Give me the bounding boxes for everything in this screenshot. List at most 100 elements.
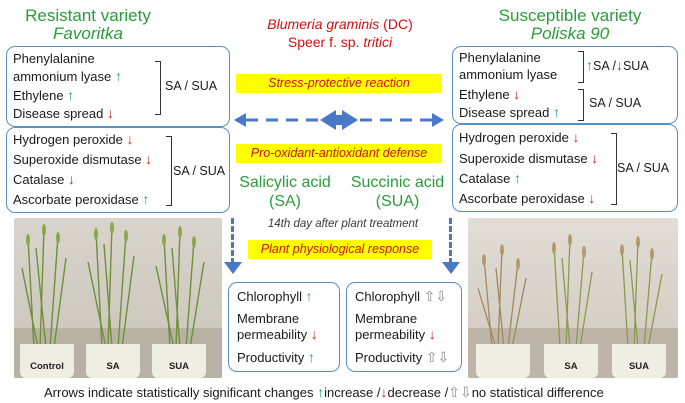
item-label: Ethylene [459, 87, 510, 102]
arrow-down-icon: ↓ [380, 384, 388, 400]
prooxidant-band: Pro-oxidant-antioxidant defense [236, 144, 442, 163]
pathogen-subtitle: Speer f. sp. tritici [220, 34, 460, 51]
arrow-down-icon: ↓ [310, 326, 318, 342]
left-variety: Favoritka [53, 24, 123, 43]
item-label: Hydrogen peroxide [13, 132, 123, 147]
sa-name: Salicylic acid [239, 174, 331, 191]
left-arrow-down-icon [224, 262, 242, 274]
arrow-down-icon: ↓ [106, 105, 114, 121]
pathogen-species: tritici [363, 34, 393, 50]
right-dashed-arrow [449, 218, 452, 264]
left-title: Resistant variety [25, 6, 151, 25]
list-item: Catalase ↓ [13, 171, 75, 188]
no-change-arrows-icon: ⇧⇩ [425, 349, 450, 365]
pathogen-suffix: (DC) [379, 16, 413, 32]
item-label: Hydrogen peroxide [459, 130, 569, 145]
pot [20, 344, 74, 378]
left-stress-box: Phenylalanine ammonium lyase ↑ Ethylene … [6, 46, 230, 127]
item-label: Superoxide dismutase [459, 151, 588, 166]
arrow-down-icon: ↓ [428, 326, 436, 342]
item-label: ammonium lyase [459, 67, 558, 82]
item-label: Catalase [459, 171, 511, 186]
sa-response-box: Chlorophyll ↑ Membrane permeability ↓ Pr… [228, 282, 340, 372]
treatment-tag: SA / SUA [165, 79, 218, 93]
item-label: Productivity [355, 350, 423, 365]
pot-label-sua: SUA [168, 361, 190, 372]
item-label: Membrane [237, 311, 300, 326]
list-item: Productivity ⇧⇩ [355, 349, 450, 366]
no-change-arrows-icon: ⇧⇩ [423, 288, 448, 304]
footer-legend: Arrows indicate statistically significan… [44, 384, 604, 401]
list-item: Hydrogen peroxide ↓ [459, 129, 580, 146]
item-label: Phenylalanine [13, 51, 95, 66]
stress-protective-band: Stress-protective reaction [236, 74, 442, 93]
list-item: ammonium lyase ↑ [13, 68, 122, 85]
brace [611, 133, 617, 205]
sua-name: Succinic acid [350, 174, 445, 191]
treatment-tag-bottom: SA / SUA [589, 96, 642, 110]
item-label: Ascorbate peroxidase [13, 192, 139, 207]
list-item: Ascorbate peroxidase ↓ [459, 191, 595, 207]
list-item: Chlorophyll ⇧⇩ [355, 288, 448, 305]
sa-tag: SA [593, 59, 609, 73]
susceptible-plants-photo: SA SUA [468, 218, 678, 378]
arrow-down-icon: ↓ [615, 57, 623, 73]
arrow-down-icon: ↓ [145, 151, 153, 167]
brace [166, 136, 172, 206]
arrow-up-icon: ↑ [142, 191, 150, 207]
list-item: Catalase ↑ [459, 171, 521, 187]
pathogen-forma: Speer f. sp. [287, 34, 364, 50]
pot-label-sua: SUA [628, 361, 650, 372]
list-item: Phenylalanine [13, 51, 95, 66]
item-label: Disease spread [459, 105, 550, 120]
resistant-plants-photo: Control SA SUA [14, 218, 222, 378]
arrow-down-icon: ↓ [572, 129, 580, 145]
pot [612, 344, 666, 378]
pathogen-title: Blumeria graminis (DC) [220, 16, 460, 33]
item-label: Superoxide dismutase [13, 152, 142, 167]
list-item: Membrane [355, 311, 417, 326]
sua-tag: SUA [622, 59, 649, 73]
list-item: permeability ↓ [355, 326, 436, 343]
pot [544, 344, 598, 378]
physiological-band: Plant physiological response [248, 240, 432, 259]
arrow-up-icon: ↑ [67, 87, 75, 103]
item-label: permeability [237, 327, 308, 342]
pot-label-sa: SA [564, 361, 578, 372]
list-item: Disease spread ↑ [459, 104, 560, 121]
separator: / [612, 59, 616, 73]
right-antioxidant-box: Hydrogen peroxide ↓ Superoxide dismutase… [452, 124, 678, 212]
treatment-tag: SA / SUA [173, 164, 226, 178]
treatment-tag: SA / SUA [617, 161, 670, 175]
item-label: ammonium lyase [13, 69, 112, 84]
brace [578, 89, 584, 121]
no-change-arrows-icon: ⇧⇩ [448, 384, 472, 400]
item-label: Productivity [237, 350, 305, 365]
sua-abbr: (SUA) [375, 193, 420, 210]
brace [578, 51, 584, 83]
bidirectional-arrow-icon [234, 110, 444, 130]
list-item: Membrane [237, 311, 299, 326]
arrow-up-icon: ↑ [305, 288, 313, 304]
arrow-down-icon: ↓ [126, 131, 134, 147]
left-antioxidant-box: Hydrogen peroxide ↓ Superoxide dismutase… [6, 127, 230, 213]
footer-increase: increase / [324, 385, 381, 400]
list-item: ammonium lyase [459, 67, 557, 82]
arrow-up-icon: ↑ [114, 68, 122, 84]
footer-decrease: decrease / [387, 385, 449, 400]
pot-label-sa: SA [106, 361, 120, 372]
treatment-tag-top: ↑SA /↓SUA [586, 57, 649, 73]
pot-label-control: Control [30, 361, 64, 372]
right-variety: Poliska 90 [530, 24, 610, 43]
item-label: Phenylalanine [459, 50, 541, 65]
arrow-down-icon: ↓ [513, 86, 521, 102]
pot [476, 344, 530, 378]
footer-no-difference: no statistical difference [471, 385, 604, 400]
arrow-down-icon: ↓ [67, 171, 75, 187]
item-label: permeability [355, 327, 426, 342]
arrow-up-icon: ↑ [552, 104, 560, 120]
list-item: Phenylalanine [459, 50, 541, 65]
list-item: permeability ↓ [237, 326, 318, 343]
list-item: Chlorophyll ↑ [237, 288, 313, 305]
sua-response-box: Chlorophyll ⇧⇩ Membrane permeability ↓ P… [346, 282, 462, 372]
